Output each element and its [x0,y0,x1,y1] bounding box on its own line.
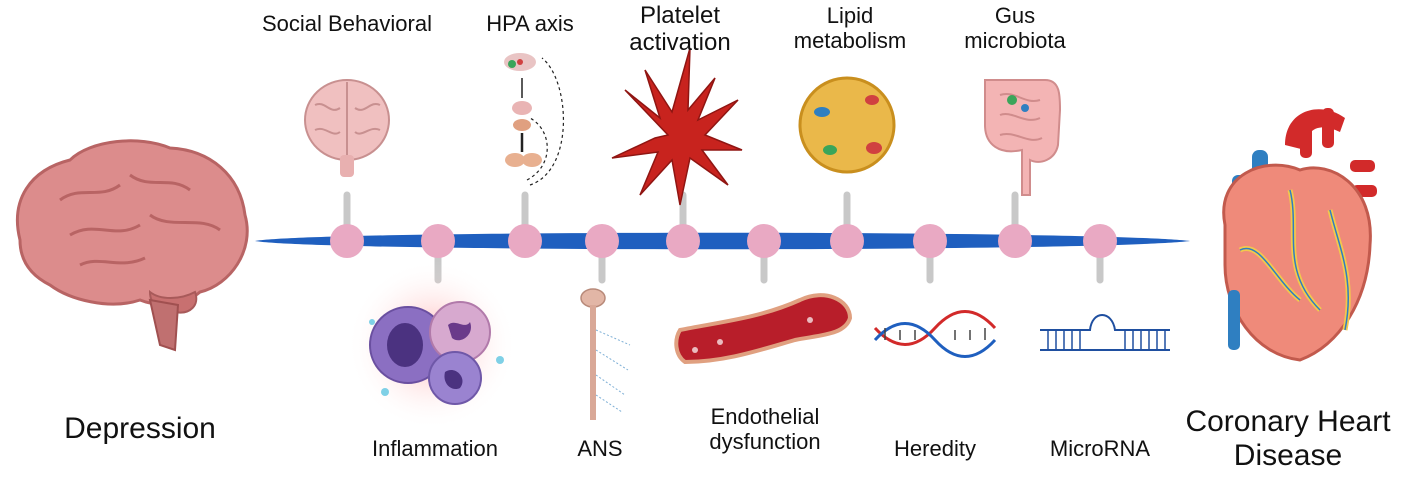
label-social-behavioral: Social Behavioral [262,11,432,36]
nodes [330,224,1117,258]
depression-label: Depression [64,412,216,445]
microrna-icon [1040,314,1170,351]
platelet-icon [611,47,743,206]
pathway-axis [255,232,1190,250]
label-microrna: MicroRNA [1049,436,1151,461]
blood-vessel-icon [674,293,853,365]
node [1083,224,1117,258]
node [913,224,947,258]
chd-label: Coronary Heart Disease [1168,405,1408,472]
label-ans: ANS [577,436,623,461]
intestine-icon [984,79,1062,196]
brain-icon [15,139,249,352]
spinal-nerve-icon [580,288,631,420]
inflammation-cells-icon [347,260,517,430]
node [998,224,1032,258]
node [666,224,700,258]
label-hpa-axis: HPA axis [486,11,574,36]
heart-icon [1222,108,1377,362]
dna-helix-icon [873,310,997,358]
node [330,224,364,258]
small-brain-icon [304,79,390,177]
node [508,224,542,258]
lipid-droplet-icon [798,76,896,174]
label-heredity: Heredity [894,436,976,461]
chd-label-line1: Coronary Heart [1185,405,1391,438]
node [421,224,455,258]
node [830,224,864,258]
node [747,224,781,258]
node [585,224,619,258]
label-inflammation: Inflammation [372,436,498,461]
hpa-glands-icon [504,53,564,186]
chd-label-line2: Disease [1233,438,1343,472]
